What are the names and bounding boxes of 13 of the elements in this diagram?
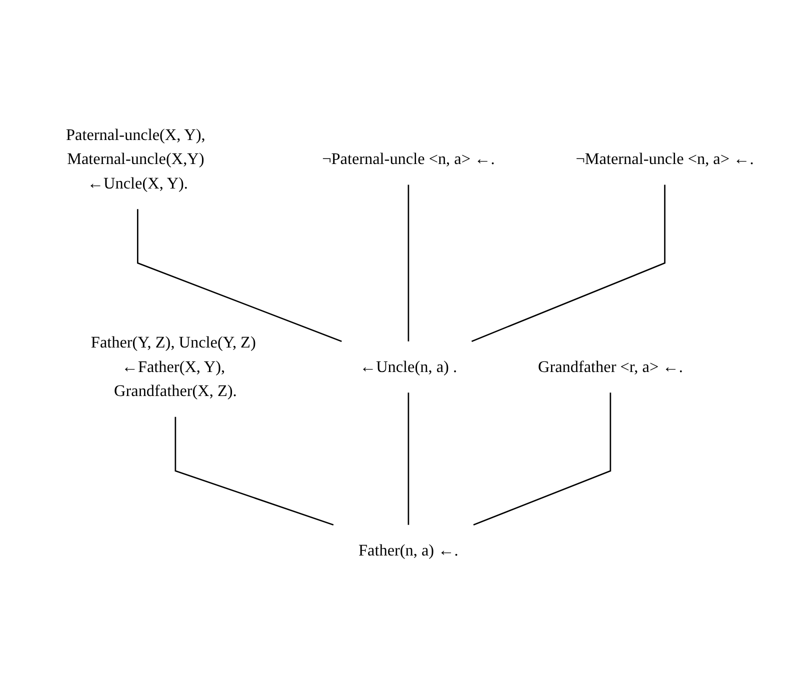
node-text: ←Uncle(n, a) . [360, 358, 458, 376]
connector [408, 185, 410, 342]
connector [471, 185, 666, 342]
connector [136, 209, 342, 342]
node-text: ¬Paternal-uncle <n, a> ←. [322, 150, 495, 168]
node-text: Father(n, a) ←. [358, 541, 458, 560]
connector [408, 392, 410, 526]
connector [473, 392, 612, 526]
node-text: ¬Maternal-uncle <n, a> ←. [576, 150, 754, 168]
node-text: Grandfather <r, a> ←. [538, 358, 683, 376]
node-text: Paternal-uncle(X, Y), Maternal-uncle(X,Y) ←Uncle(X, Y). [66, 126, 206, 192]
connector [174, 417, 334, 526]
node-text: Father(Y, Z), Uncle(Y, Z) ←Father(X, Y), Grandfather(X, Z). [90, 334, 256, 400]
